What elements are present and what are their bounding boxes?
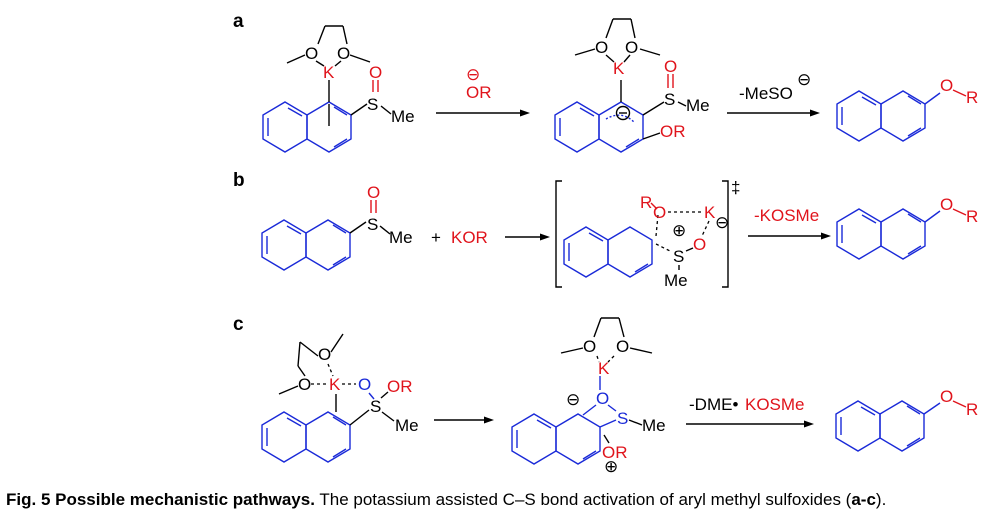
c3-r: R [966,400,978,419]
b-ts-r: R [640,193,652,212]
a1-sulfoxide: S O Me [350,63,415,126]
b-arrow-1 [505,233,550,241]
a1-sulfoxide-o: O [369,63,382,82]
b-plus: + [431,228,441,247]
c-arrow-1 [434,416,494,424]
a-arrow-2: -MeSO ⊖ [727,70,820,117]
a2-k-atom: K [613,59,625,78]
b-ts-minus: ⊖ [715,213,729,232]
c2-o-right: O [616,337,629,356]
a2-o-right: O [625,38,638,57]
a2-me: Me [686,96,710,115]
c2-s-atom: S [617,409,628,428]
b-ts-me: Me [664,271,688,290]
a-reagent-or: OR [466,83,492,102]
a1-me: Me [391,107,415,126]
a-reagent-minus: ⊖ [466,65,480,84]
c1-k-atom: K [329,375,341,394]
c2-minus: ⊖ [566,390,580,409]
c-reagent-dme: -DME• [689,395,738,414]
a3-o-atom: O [940,76,953,95]
a2-o-left: O [595,38,608,57]
b1-sulfoxide-o: O [367,183,380,202]
b-ts-dagger: ‡ [731,178,740,197]
a1-o-right: O [337,44,350,63]
caption-end: ). [875,490,887,509]
c1-complex: O O K O S OR Me [261,333,419,463]
b1-sulfoxide: S O Me [261,183,413,271]
panel-label-b: b [233,170,245,191]
c1-or: OR [387,377,413,396]
a1-k-atom: K [323,63,335,82]
c3-product: O R [835,387,978,452]
a-reagent-meso-charge: ⊖ [797,70,811,89]
a2-or: OR [660,122,686,141]
a1-s-atom: S [367,95,378,114]
a-arrow-1: ⊖ OR [436,65,530,117]
b-ts-plus: ⊕ [672,221,686,240]
b-ts-s: S [673,247,684,266]
a2-sulfoxide-o: O [664,57,677,76]
b-transition-state: ‡ R O K ⊖ O ⊕ S Me [555,178,740,290]
b-reagent-kosme: -KOSMe [754,206,819,225]
a2-ring [554,101,644,153]
a2-s-atom: S [664,90,675,109]
b-arrow-2: -KOSMe [748,206,831,240]
c2-o-s: O [596,389,609,408]
a2-substituents: S O Me OR [642,57,710,141]
c-arrow-2: -DME• KOSMe [686,395,814,428]
b-ts-o1: O [653,203,666,222]
a3-r: R [966,88,978,107]
c2-o-left: O [583,337,596,356]
a1-o-left: O [305,44,318,63]
b1-s-atom: S [367,215,378,234]
b-ts-k: K [704,203,716,222]
b3-product: O R [836,195,978,260]
a1-k-dioxolane: K O O [286,25,371,102]
b-kor: KOR [451,228,488,247]
b-ts-o2: O [693,235,706,254]
panel-label-a: a [233,11,244,32]
c1-o-top: O [318,345,331,364]
a3-product: O R [836,76,978,142]
c3-o-atom: O [940,387,953,406]
c1-s-atom: S [370,397,381,416]
c2-plus: ⊕ [604,457,618,476]
c2-me: Me [642,416,666,435]
c2-intermediate: ⊖ O K O O S Me OR ⊕ [511,317,666,476]
c1-me: Me [395,416,419,435]
b3-o-atom: O [940,195,953,214]
caption-range: a-c [851,490,876,509]
caption-text: The potassium assisted C–S bond activati… [314,490,852,509]
b3-r: R [966,207,978,226]
c2-k-atom: K [598,359,610,378]
c1-o-s: O [358,375,371,394]
c-reagent-kosme: KOSMe [745,395,805,414]
b1-me: Me [389,228,413,247]
caption-label: Fig. 5 Possible mechanistic pathways. [6,490,315,509]
c1-o-bottom: O [298,375,311,394]
panel-label-c: c [233,314,244,335]
figure-caption: Fig. 5 Possible mechanistic pathways. Th… [6,490,886,510]
a1-naphthalene [262,101,352,153]
a2-k-dioxolane: K O O [574,18,661,102]
a-reagent-meso: -MeSO [739,84,793,103]
c2-or: OR [602,443,628,462]
